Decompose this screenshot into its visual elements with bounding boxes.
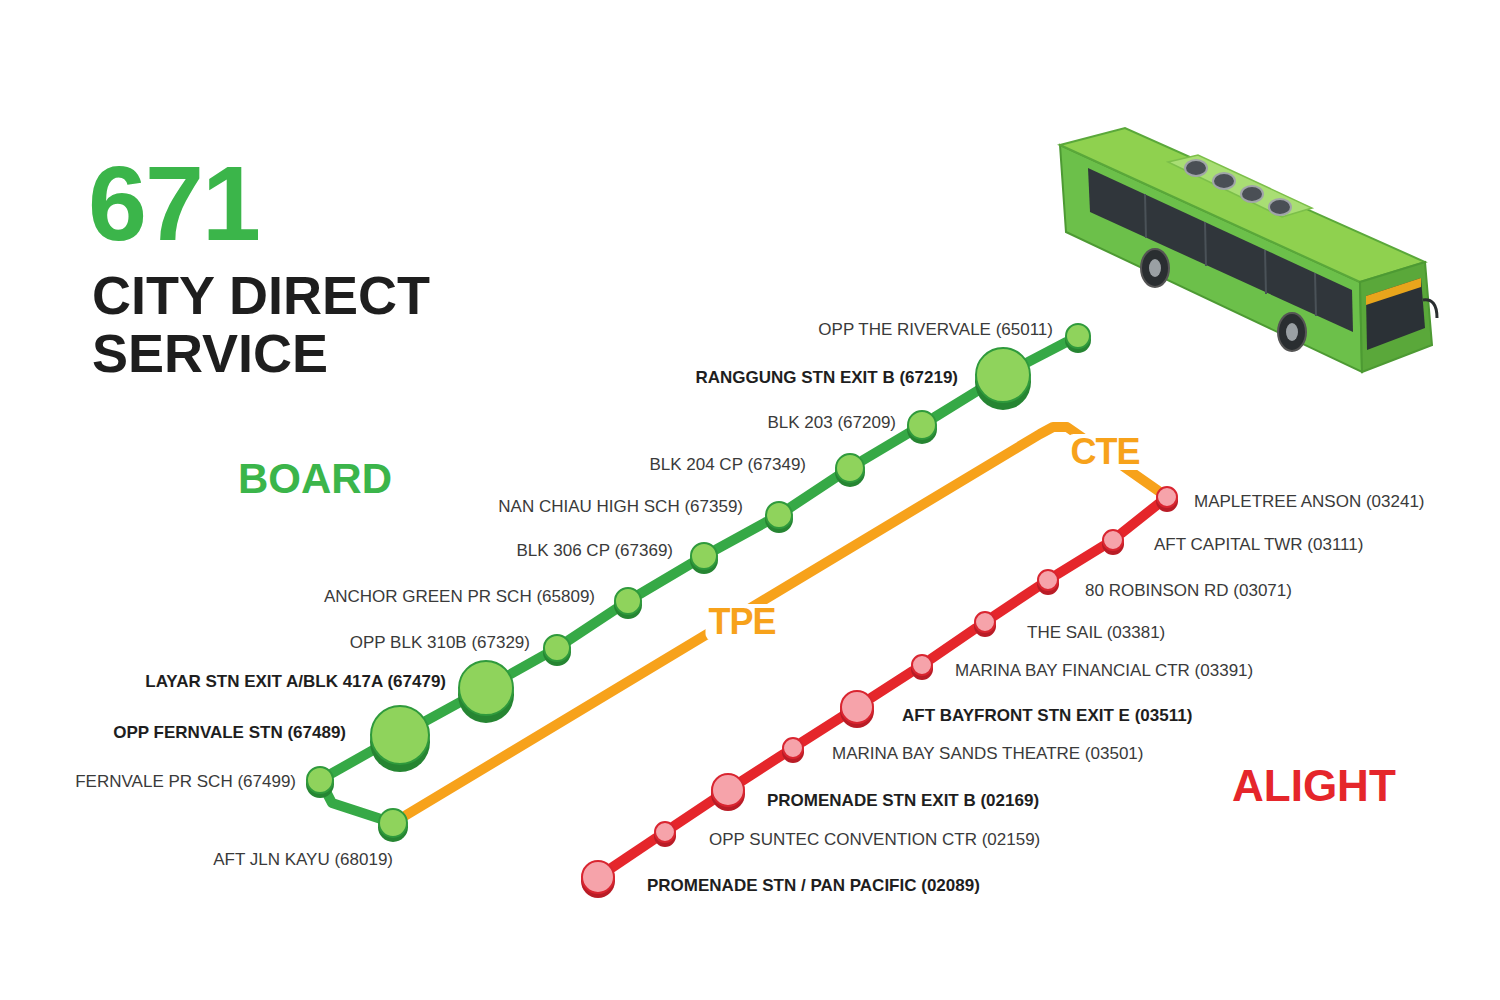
window-divider xyxy=(1265,250,1266,294)
route-line xyxy=(994,586,1039,616)
wheel-hub xyxy=(1286,323,1298,341)
wheel xyxy=(1141,249,1169,287)
roof-vent xyxy=(1269,199,1291,215)
stop-name: OPP FERNVALE STN (67489) xyxy=(113,723,346,743)
interchange-stop: PROMENADE STN EXIT B (02169) xyxy=(711,773,745,807)
route-line xyxy=(931,628,976,659)
service-name: CITY DIRECT SERVICE xyxy=(92,266,472,382)
stop-name: PROMENADE STN / PAN PACIFIC (02089) xyxy=(647,876,980,896)
roof-vent xyxy=(1241,186,1263,202)
interchange-stop: PROMENADE STN / PAN PACIFIC (02089) xyxy=(581,860,615,894)
stop-name: MAPLETREE ANSON (03241) xyxy=(1194,492,1425,512)
route-line xyxy=(871,671,912,698)
stop-name: BLK 204 CP (67349) xyxy=(649,455,806,475)
stop-name: PROMENADE STN EXIT B (02169) xyxy=(767,791,1039,811)
stop-name: ANCHOR GREEN PR SCH (65809) xyxy=(324,587,595,607)
wheel xyxy=(1278,313,1306,351)
route-line xyxy=(1122,504,1159,533)
route-line xyxy=(612,838,656,867)
expressway-label: CTE xyxy=(1068,434,1143,470)
interchange-stop: AFT BAYFRONT STN EXIT E (03511) xyxy=(840,690,874,724)
expressway-label: TPE xyxy=(705,604,778,640)
roof-vent xyxy=(1185,160,1207,176)
wheel-hub xyxy=(1149,259,1161,277)
bus-stop: OPP BLK 310B (67329) xyxy=(543,634,571,662)
bus-stop: AFT JLN KAYU (68019) xyxy=(378,808,408,838)
stop-name: LAYAR STN EXIT A/BLK 417A (67479) xyxy=(145,672,446,692)
route-line xyxy=(802,716,842,742)
stop-name: BLK 306 CP (67369) xyxy=(516,541,673,561)
bus-stop: OPP SUNTEC CONVENTION CTR (02159) xyxy=(654,821,676,843)
bus-stop: MARINA BAY SANDS THEATRE (03501) xyxy=(782,737,804,759)
stop-name: MARINA BAY SANDS THEATRE (03501) xyxy=(832,744,1143,764)
bus-stop: BLK 203 (67209) xyxy=(907,410,937,440)
bus-stop: BLK 306 CP (67369) xyxy=(690,542,718,570)
window-divider xyxy=(1315,273,1316,316)
bus-stop: NAN CHIAU HIGH SCH (67359) xyxy=(765,501,793,529)
route-line xyxy=(742,754,783,781)
route-line xyxy=(510,655,544,674)
roof-vent-panel xyxy=(1168,155,1312,217)
route-line xyxy=(426,701,461,720)
bus-front xyxy=(1360,262,1432,372)
stop-name: OPP BLK 310B (67329) xyxy=(350,633,530,653)
stop-name: AFT CAPITAL TWR (03111) xyxy=(1154,535,1363,555)
route-line xyxy=(569,609,617,641)
bus-stop: FERNVALE PR SCH (67499) xyxy=(306,766,334,794)
expressway-line xyxy=(406,427,1158,815)
bus-stop: OPP THE RIVERVALE (65011) xyxy=(1065,323,1091,349)
stop-name: OPP THE RIVERVALE (65011) xyxy=(818,320,1053,340)
stop-name: OPP SUNTEC CONVENTION CTR (02159) xyxy=(709,830,1040,850)
route-line xyxy=(674,799,714,825)
route-number: 671 xyxy=(88,150,259,256)
route-line xyxy=(863,433,909,461)
route-line xyxy=(332,750,374,773)
destination-sign xyxy=(1366,278,1421,305)
route-line xyxy=(716,522,766,550)
route-line xyxy=(791,476,838,507)
bus-stop: AFT CAPITAL TWR (03111) xyxy=(1102,529,1124,551)
route-line xyxy=(326,792,378,818)
route-line xyxy=(1028,342,1067,362)
route-line xyxy=(1057,546,1103,574)
interchange-stop: RANGGUNG STN EXIT B (67219) xyxy=(975,347,1031,403)
interchange-stop: LAYAR STN EXIT A/BLK 417A (67479) xyxy=(458,660,514,716)
stop-name: AFT BAYFRONT STN EXIT E (03511) xyxy=(902,706,1192,726)
stop-name: FERNVALE PR SCH (67499) xyxy=(75,772,296,792)
window-divider xyxy=(1205,222,1206,266)
board-heading: BOARD xyxy=(238,458,392,500)
bus-stop: 80 ROBINSON RD (03071) xyxy=(1037,569,1059,591)
bus-stop: MARINA BAY FINANCIAL CTR (03391) xyxy=(911,654,933,676)
interchange-stop: OPP FERNVALE STN (67489) xyxy=(370,705,430,765)
mirror xyxy=(1423,300,1437,318)
route-line xyxy=(640,563,692,594)
route-line xyxy=(935,390,979,417)
bus-stop: THE SAIL (03381) xyxy=(974,611,996,633)
stop-name: NAN CHIAU HIGH SCH (67359) xyxy=(498,497,743,517)
roof-vent xyxy=(1213,173,1235,189)
stop-name: BLK 203 (67209) xyxy=(767,413,896,433)
stop-name: RANGGUNG STN EXIT B (67219) xyxy=(695,368,958,388)
stop-name: MARINA BAY FINANCIAL CTR (03391) xyxy=(955,661,1253,681)
stop-name: THE SAIL (03381) xyxy=(1027,623,1165,643)
window-divider xyxy=(1145,194,1146,238)
bus-stop: MAPLETREE ANSON (03241) xyxy=(1156,486,1178,508)
stop-name: 80 ROBINSON RD (03071) xyxy=(1085,581,1292,601)
alight-heading: ALIGHT xyxy=(1232,764,1396,808)
stop-name: AFT JLN KAYU (68019) xyxy=(213,850,393,870)
bus-stop: ANCHOR GREEN PR SCH (65809) xyxy=(614,587,642,615)
windshield xyxy=(1366,278,1425,350)
bus-roof xyxy=(1060,128,1425,282)
bus-stop: BLK 204 CP (67349) xyxy=(835,453,865,483)
